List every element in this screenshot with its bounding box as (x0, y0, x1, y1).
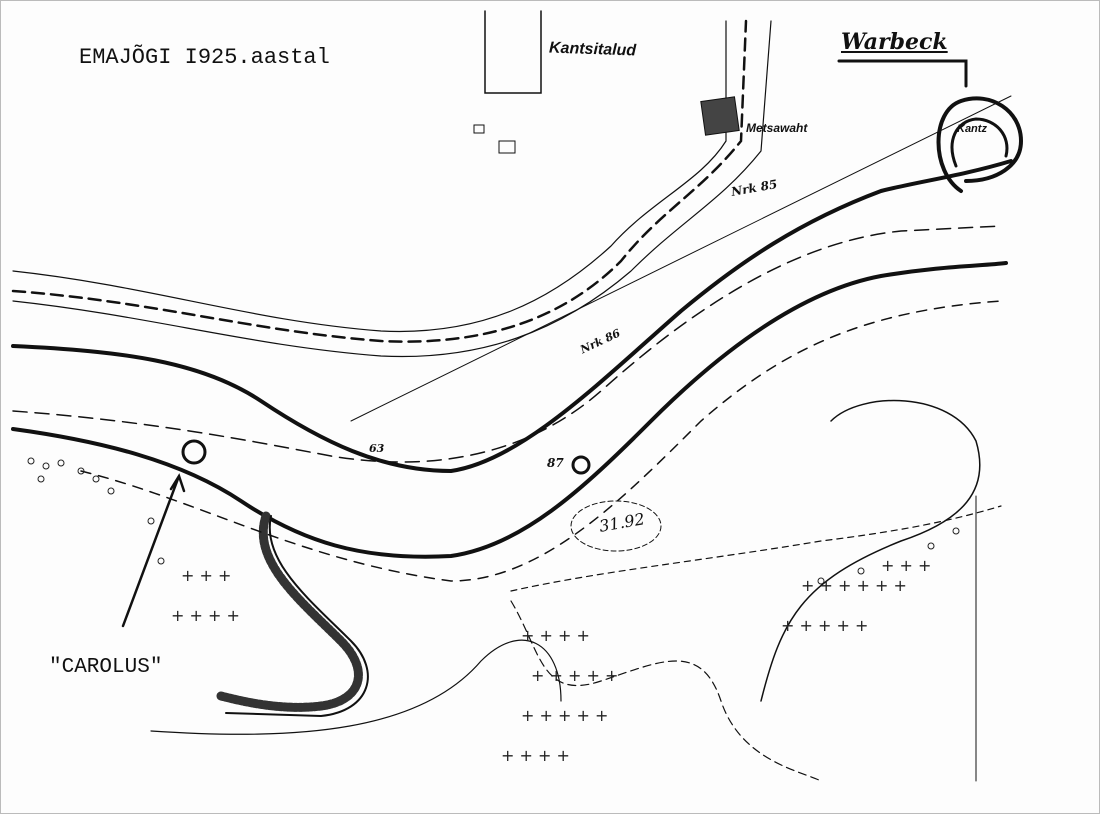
label-warbeck: Warbeck (841, 29, 948, 55)
arrow-to-fortress (837, 59, 968, 88)
label-63: 63 (369, 442, 385, 455)
forest-symbols: + + + ++ + + + + + + + + ++ + + + + + + … (171, 556, 931, 765)
svg-text:+ + + + +: + + + + + (521, 706, 608, 725)
oxbow-meander (216, 511, 363, 712)
svg-text:+ + + + + +: + + + + + + (801, 576, 907, 595)
carolus-arrow (121, 473, 186, 628)
label-carolus: "CAROLUS" (49, 656, 163, 679)
svg-text:+ + + +: + + + + (171, 606, 240, 625)
forester-house-icon (700, 96, 740, 136)
marsh-circles (27, 457, 960, 585)
label-87: 87 (547, 456, 564, 470)
label-kantz: Kantz (957, 123, 987, 135)
label-metsawaht: Metsawaht (746, 121, 808, 135)
carolus-wreck-marker (181, 439, 207, 465)
svg-text:+ + + +: + + + + (501, 746, 570, 765)
svg-text:+ + + + +: + + + + + (781, 616, 868, 635)
fortress-ring (936, 96, 1024, 193)
svg-text:+ + +: + + + (181, 566, 231, 585)
river-south-bank (11, 261, 1008, 559)
svg-text:+ + +: + + + (881, 556, 931, 575)
elevation-ellipse (570, 500, 662, 552)
river-north-bank (11, 159, 1013, 474)
svg-text:+ + + + +: + + + + + (531, 666, 618, 685)
svg-text:+ + + +: + + + + (521, 626, 590, 645)
map-title: EMAJÕGI I925.aastal (79, 45, 330, 70)
label-kantsitalud: Kantsitalud (548, 39, 637, 60)
